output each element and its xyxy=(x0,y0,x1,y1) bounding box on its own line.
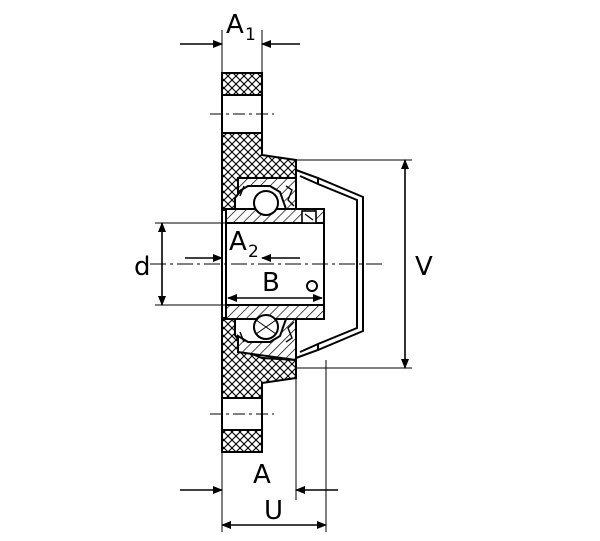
label-U: U xyxy=(264,496,283,526)
label-A1-main: A xyxy=(226,10,244,40)
label-V: V xyxy=(415,252,433,282)
label-A2-main: A xyxy=(229,227,247,257)
label-A2-sub: 2 xyxy=(248,242,259,262)
label-B: B xyxy=(262,268,280,298)
grease-hole xyxy=(306,280,318,292)
ball-cage-lower xyxy=(255,319,277,335)
ball-upper xyxy=(253,190,279,216)
outer-ring-upper xyxy=(237,177,297,210)
label-A: A xyxy=(253,460,271,490)
inner-ring xyxy=(225,208,325,320)
end-cover xyxy=(295,169,364,359)
outer-ring-lower xyxy=(237,318,297,362)
label-d: d xyxy=(134,252,151,282)
seals xyxy=(239,185,295,343)
set-screw xyxy=(301,210,317,224)
label-A1-sub: 1 xyxy=(245,25,256,45)
bolt-hole-centerlines xyxy=(210,113,274,415)
extension-lines xyxy=(155,30,412,532)
